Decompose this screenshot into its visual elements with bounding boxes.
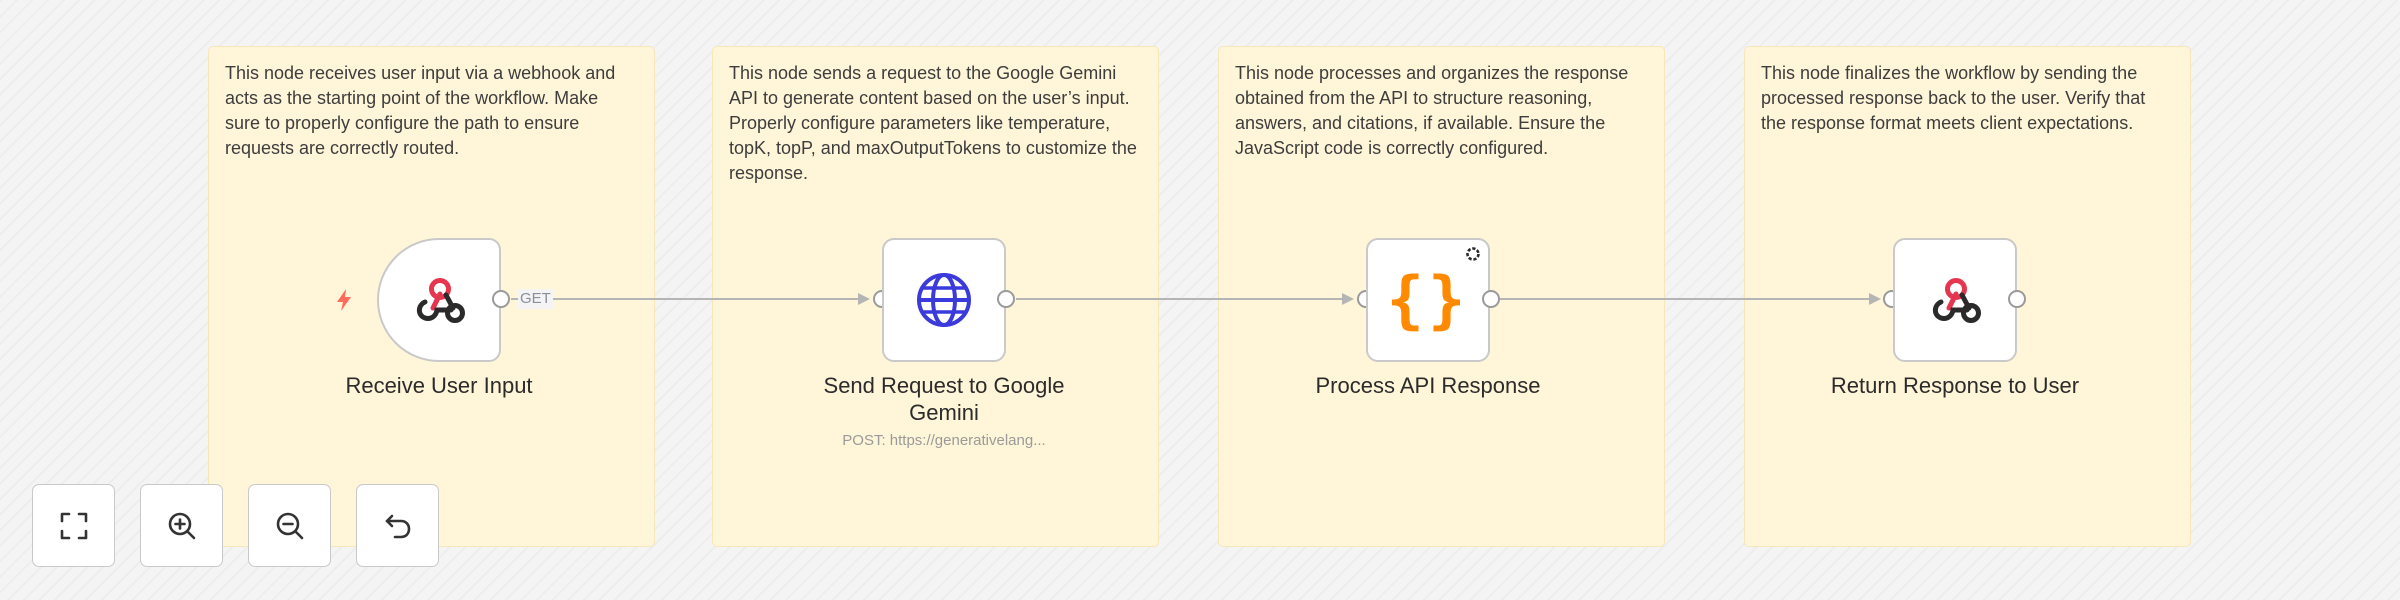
zoom-in-icon — [168, 512, 195, 539]
output-port[interactable] — [492, 290, 510, 308]
zoom-in-button[interactable] — [140, 484, 223, 567]
reset-button[interactable] — [356, 484, 439, 567]
node-label: Send Request to Google Gemini — [823, 373, 1065, 425]
fit-view-icon — [60, 512, 87, 539]
code-braces-icon: {} — [1386, 263, 1470, 336]
webhook-icon — [416, 278, 465, 323]
node-settings-icon[interactable] — [1464, 245, 1482, 263]
fit-view-button[interactable] — [32, 484, 115, 567]
node-label: Return Response to User — [1830, 373, 2080, 398]
node-label: Receive User Input — [345, 373, 533, 398]
node-label: Process API Response — [1315, 373, 1541, 398]
sticky-note-text: This node sends a request to the Google … — [729, 63, 1137, 183]
output-port[interactable] — [997, 290, 1015, 308]
sticky-note-receive-input[interactable]: This node receives user input via a webh… — [208, 46, 655, 547]
output-port[interactable] — [2008, 290, 2026, 308]
undo-icon — [385, 514, 410, 538]
webhook-method-label: GET — [518, 289, 553, 309]
sticky-note-return-response[interactable]: This node finalizes the workflow by send… — [1744, 46, 2191, 547]
zoom-out-button[interactable] — [248, 484, 331, 567]
trigger-bolt-icon — [337, 289, 351, 311]
output-port[interactable] — [1482, 290, 1500, 308]
zoom-out-icon — [276, 512, 303, 539]
webhook-icon — [1932, 278, 1981, 323]
sticky-note-text: This node processes and organizes the re… — [1235, 63, 1629, 158]
node-subtitle: POST: https://generativelang... — [842, 432, 1046, 449]
sticky-note-text: This node finalizes the workflow by send… — [1761, 63, 2146, 133]
sticky-note-text: This node receives user input via a webh… — [225, 63, 616, 158]
node-return-response-to-user[interactable] — [1893, 238, 2017, 362]
node-send-request-google-gemini[interactable] — [882, 238, 1006, 362]
globe-icon — [917, 273, 971, 327]
node-receive-user-input[interactable] — [377, 238, 501, 362]
